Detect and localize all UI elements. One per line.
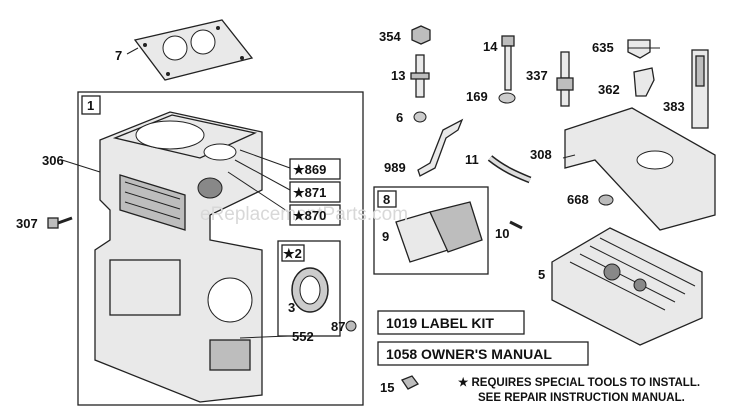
label-87: 87 <box>331 319 345 334</box>
label-383: 383 <box>663 99 685 114</box>
label-6: 6 <box>396 110 403 125</box>
cylinder-block <box>94 111 263 403</box>
label-14: 14 <box>483 39 498 54</box>
spark-plug-boot-635 <box>627 39 651 59</box>
label-635: 635 <box>592 40 614 55</box>
cylinder-shroud <box>564 107 716 231</box>
label-989: 989 <box>384 160 406 175</box>
label-kit-box <box>377 310 525 335</box>
spark-plug-boot-362 <box>633 67 655 97</box>
stud-13 <box>410 54 430 98</box>
label-668: 668 <box>567 192 589 207</box>
group-2-tag <box>281 244 305 262</box>
part-15-plug <box>401 375 419 390</box>
group-1-tag <box>81 95 101 115</box>
oil-seal <box>291 267 329 313</box>
label-3: 3 <box>288 300 295 315</box>
group-1-label: 1 <box>87 98 94 113</box>
cylinder-head-gasket <box>133 19 254 81</box>
label-552: 552 <box>292 329 314 344</box>
label-308: 308 <box>530 147 552 162</box>
label-7: 7 <box>115 48 122 63</box>
group-8-label: 8 <box>383 192 390 207</box>
label-10: 10 <box>495 226 509 241</box>
bracket-989 <box>417 118 464 177</box>
label-9: 9 <box>382 229 389 244</box>
repair-manual-note: SEE REPAIR INSTRUCTION MANUAL. <box>478 392 685 404</box>
part-87-washer <box>345 320 357 332</box>
bolt-14 <box>501 35 515 91</box>
special-tools-note: ★ REQUIRES SPECIAL TOOLS TO INSTALL. <box>458 376 700 389</box>
label-kit-text: 1019 LABEL KIT <box>386 315 494 331</box>
nut-354 <box>411 25 431 45</box>
breather-cover <box>395 201 483 263</box>
watermark: eReplacementParts.com <box>200 204 408 225</box>
part-869-box <box>289 158 341 180</box>
part-869-label: ★869 <box>293 162 326 177</box>
label-5: 5 <box>538 267 545 282</box>
screw-10 <box>509 220 523 230</box>
part-871-label: ★871 <box>293 185 326 200</box>
part-870-box <box>289 204 341 226</box>
ignition-armature-383 <box>691 49 709 129</box>
owners-manual-text: 1058 OWNER'S MANUAL <box>386 346 552 362</box>
engine-block-group-frame <box>77 91 364 406</box>
group-8-tag <box>377 190 397 208</box>
washer-169 <box>498 92 516 104</box>
spark-plug <box>556 51 574 107</box>
group-2-label: ★2 <box>283 246 302 261</box>
washer-6 <box>413 111 427 123</box>
breather-group-frame <box>373 186 489 275</box>
label-169: 169 <box>466 89 488 104</box>
label-307: 307 <box>16 216 38 231</box>
part-871-box <box>289 181 341 203</box>
label-354: 354 <box>379 29 401 44</box>
label-11: 11 <box>465 152 479 167</box>
seal-group-frame <box>277 240 341 337</box>
label-337: 337 <box>526 68 548 83</box>
label-362: 362 <box>598 82 620 97</box>
label-306: 306 <box>42 153 64 168</box>
label-15: 15 <box>380 380 394 395</box>
bolt-307 <box>47 216 73 229</box>
owners-manual-box <box>377 341 589 366</box>
cylinder-head <box>551 227 703 346</box>
nut-668 <box>598 194 614 206</box>
label-13: 13 <box>391 68 405 83</box>
part-870-label: ★870 <box>293 208 326 223</box>
